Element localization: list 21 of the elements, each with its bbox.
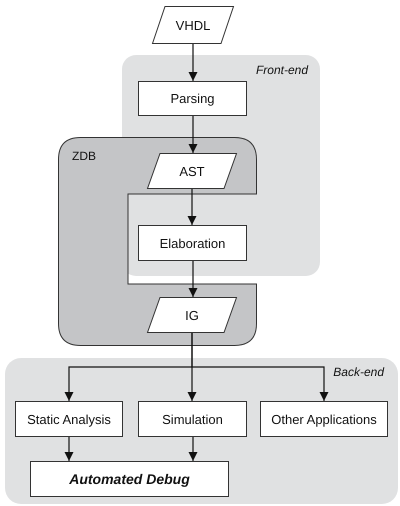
process-box: Automated Debug (30, 461, 229, 497)
region-label: Front-end (256, 63, 308, 77)
arrow (191, 333, 328, 401)
arrow (188, 261, 198, 297)
process-box: Simulation (138, 401, 247, 437)
process-box: Parsing (138, 81, 247, 116)
region-label: Back-end (333, 365, 384, 379)
arrow (188, 44, 198, 81)
data-parallelogram: VHDL (152, 6, 234, 44)
process-box: Other Applications (260, 401, 388, 437)
process-box: Elaboration (138, 225, 247, 261)
stage-region (5, 358, 398, 504)
database-region (58, 137, 257, 346)
arrow (188, 116, 198, 153)
data-parallelogram: AST (147, 153, 237, 189)
data-parallelogram: IG (147, 297, 237, 333)
arrow (188, 189, 196, 225)
arrow (64, 437, 74, 461)
region-label: ZDB (72, 149, 96, 163)
arrow (188, 437, 198, 461)
process-box: Static Analysis (15, 401, 123, 437)
